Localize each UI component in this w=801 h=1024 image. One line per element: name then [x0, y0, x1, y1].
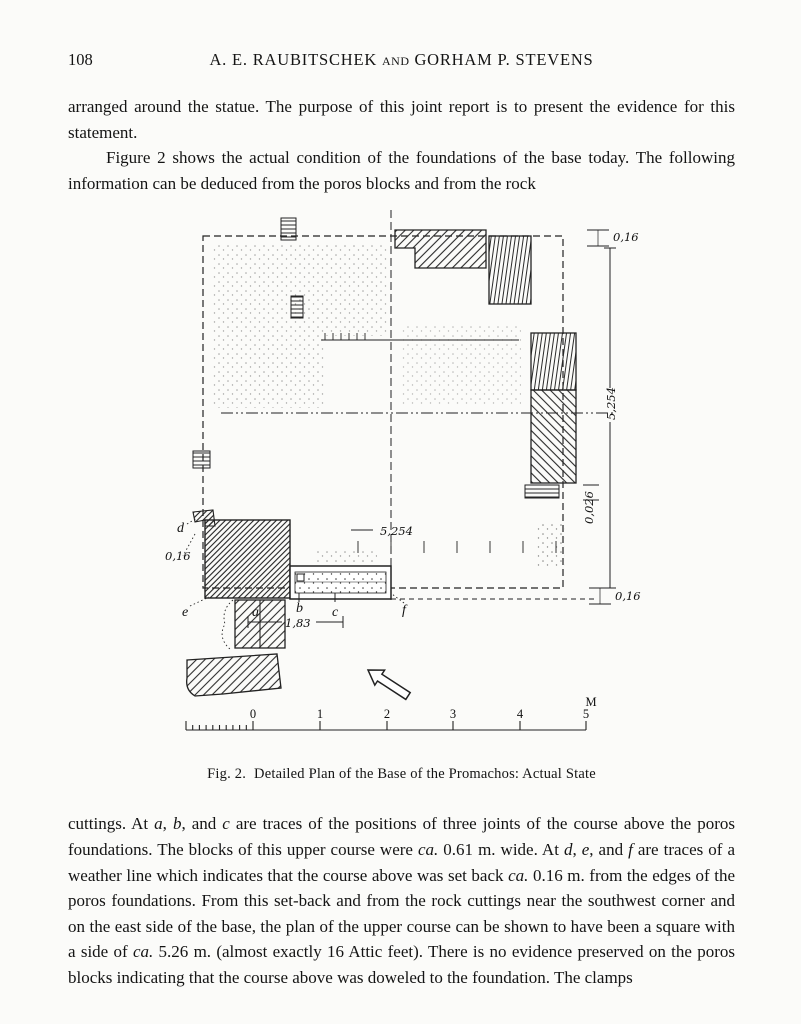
paragraph-2: Figure 2 shows the actual condition of t… [68, 148, 735, 193]
label-a: a [252, 605, 259, 620]
poros-block-southwest [204, 519, 291, 600]
scale-bar [185, 721, 587, 731]
poros-block-east-lower [530, 389, 577, 485]
small-dim-east [583, 484, 599, 501]
svg-text:2: 2 [384, 707, 390, 721]
poros-block-top-right [488, 235, 532, 306]
setback-dim-left-leader [182, 534, 196, 557]
poros-block-east-upper [530, 332, 577, 392]
edge-tick-left [192, 450, 211, 469]
center-dim-label: 5,254 [380, 524, 413, 538]
joint-tick-row [357, 541, 557, 554]
block-width-dim [247, 616, 344, 629]
svg-text:0: 0 [250, 707, 256, 721]
setback-dim-left-label: 0,16 [165, 549, 191, 563]
figure-caption-text: Detailed Plan of the Base of the Promach… [254, 766, 596, 783]
svg-text:3: 3 [450, 707, 456, 721]
small-dim-east-label: 0,026 [582, 491, 596, 524]
setback-dim-bottom-label: 0,16 [615, 589, 641, 603]
stipple-region-mid [401, 326, 521, 405]
orientation-arrow [366, 669, 412, 701]
leader-f [391, 594, 405, 604]
stipple-region-strip [315, 551, 377, 565]
course-trace-strip [289, 565, 392, 603]
scale-bar-numbers: 0 1 2 3 4 5 M [250, 695, 597, 721]
stipple-region-right-low [535, 522, 565, 569]
page-header: 108 A. E. RAUBITSCHEK and GORHAM P. STEV… [68, 50, 735, 72]
block-width-dim-label: 1,83 [285, 616, 311, 630]
poros-block-top [394, 229, 487, 270]
clamp-cutting-mark [296, 573, 305, 582]
figure-caption-label: Fig. 2. [207, 766, 247, 783]
svg-text:1: 1 [317, 707, 323, 721]
label-e: e [182, 605, 188, 620]
label-f: f [402, 603, 408, 618]
leader-e [189, 596, 210, 607]
setback-dim-top [587, 229, 609, 247]
running-head: A. E. RAUBITSCHEK and GORHAM P. STEVENS [68, 50, 735, 70]
edge-tick-top [280, 217, 297, 241]
plan-drawing: 5,254 5,254 0,16 0,026 [165, 210, 641, 731]
rock-outline-dotted [221, 600, 234, 651]
page-number: 108 [68, 50, 93, 69]
author-right: GORHAM P. STEVENS [414, 50, 594, 69]
setback-dim-bottom [589, 587, 611, 605]
inner-edge-hatch-ticks [324, 333, 366, 341]
scanned-paper-page: 108 A. E. RAUBITSCHEK and GORHAM P. STEV… [68, 50, 736, 987]
edge-tick-east-low [524, 484, 560, 499]
setback-dim-top-label: 0,16 [613, 230, 639, 244]
east-dim-label: 5,254 [604, 387, 618, 420]
label-c: c [332, 605, 339, 620]
svg-text:4: 4 [517, 707, 524, 721]
author-left: A. E. RAUBITSCHEK [209, 50, 378, 69]
figure-2: 5,254 5,254 0,16 0,026 [68, 208, 735, 783]
paragraph-3: cuttings. At a, b, and c are traces of t… [68, 814, 736, 987]
header-conjunction: and [382, 50, 410, 69]
paragraph-1: arranged around the statue. The purpose … [68, 97, 735, 142]
poros-block-south-angled [186, 653, 282, 698]
edge-tick-mid [290, 295, 304, 319]
scale-unit-label: M [585, 695, 596, 709]
stipple-region-upper [211, 242, 387, 409]
label-d: d [177, 521, 185, 536]
figure-caption: Fig. 2. Detailed Plan of the Base of the … [68, 766, 735, 783]
label-b: b [296, 601, 303, 616]
svg-text:5: 5 [583, 707, 589, 721]
